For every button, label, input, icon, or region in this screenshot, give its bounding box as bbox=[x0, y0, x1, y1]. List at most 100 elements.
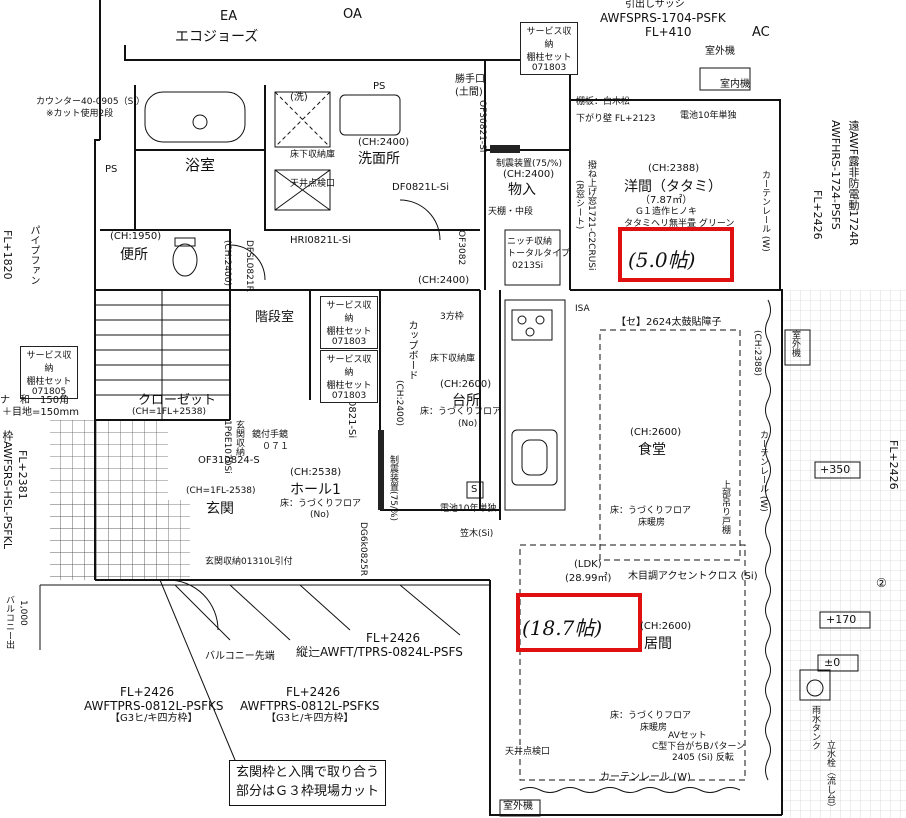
room-storage-shelf: 天棚・中段 bbox=[488, 207, 534, 217]
outdoor-unit-bottom bbox=[499, 799, 541, 817]
room-entrance: 玄関 bbox=[206, 501, 234, 517]
label-earthquake: 制震装置(75/%) bbox=[388, 455, 398, 522]
room-hall-floor: 床：うづくりフロア bbox=[280, 499, 362, 509]
label-entrance-box2: 玄関収納 bbox=[234, 420, 244, 456]
label-wash-mark: (洗) bbox=[290, 92, 308, 103]
door-swing-b1 bbox=[174, 584, 231, 641]
room-western: 洋間（タタミ） bbox=[624, 179, 722, 195]
niche-box bbox=[504, 229, 561, 286]
living-area bbox=[519, 544, 746, 781]
note-leader bbox=[159, 579, 236, 761]
wall-wash bbox=[264, 85, 480, 231]
stove bbox=[511, 309, 553, 341]
balcony-outline bbox=[39, 584, 490, 650]
label-door-of4: OF310824-S bbox=[198, 455, 260, 466]
room-dining-ch: (CH:2600) bbox=[630, 427, 682, 438]
exterior-grid-right bbox=[782, 290, 906, 818]
door-swing-entry bbox=[167, 579, 219, 631]
label-outdoor-bottom: 室外機 bbox=[503, 801, 533, 812]
label-counter: カウンター40-0905（Si） bbox=[36, 97, 145, 107]
label-ea: EA bbox=[220, 9, 238, 24]
wall-kitchen bbox=[380, 290, 501, 520]
note-line1: 玄関枠と入隅で取り合う bbox=[236, 765, 380, 780]
label-upper-frame: 撥ね上げ窓1721-C2CRUSi bbox=[586, 160, 596, 271]
label-frame-l: 【G3ヒ/キ四方枠】 bbox=[110, 713, 198, 724]
label-three-sides: 3方枠 bbox=[440, 312, 464, 322]
room-ch2388: (CH:2388) bbox=[752, 330, 762, 377]
label-hatch2: 天井点検口 bbox=[505, 747, 551, 757]
label-isa: ISA bbox=[575, 304, 590, 314]
handwritten-western-size: (5.0帖) bbox=[628, 248, 696, 272]
label-kitchen-door: 勝手口 bbox=[455, 74, 485, 85]
label-door-dg: DG6k0825R bbox=[358, 522, 368, 576]
room-ldk: (LDK) bbox=[574, 559, 602, 570]
label-plus170: +170 bbox=[826, 613, 857, 626]
washing-machine bbox=[274, 91, 331, 148]
stair-treads bbox=[95, 290, 230, 420]
label-door-of1: OF3082 bbox=[456, 230, 466, 266]
room-living-heat: 床暖房 bbox=[640, 723, 668, 733]
label-right-code: AWFHRS-1724-PSFS bbox=[829, 120, 842, 230]
label-plus0: ±0 bbox=[824, 656, 841, 669]
damper-strip-1 bbox=[378, 430, 384, 510]
label-outdoor2: 室外機 bbox=[790, 330, 800, 357]
label-accent-cloth: 木目調アクセントクロス (Si) bbox=[628, 571, 758, 582]
toilet-bowl bbox=[172, 243, 198, 277]
wash-basin bbox=[339, 94, 401, 136]
label-left-frame: 枠AWFSRS-HSL-PSFKL bbox=[1, 430, 14, 549]
label-eco-joes: エコジョーズ bbox=[175, 29, 259, 45]
room-hall: ホール1 bbox=[290, 482, 341, 498]
label-underfloor-kitchen: 床下収納庫 bbox=[430, 354, 476, 364]
label-hang-wall: 下がり壁 FL+2123 bbox=[576, 114, 656, 124]
label-upper-frame2: (R窓シート) bbox=[574, 180, 584, 230]
room-western-ch: (CH:2388) bbox=[648, 163, 700, 174]
label-niche: ニッチ収納 bbox=[507, 237, 553, 247]
room-washroom: 洗面所 bbox=[358, 151, 400, 167]
label-ac: AC bbox=[752, 25, 770, 40]
room-cupboard: カップボード bbox=[406, 320, 417, 380]
label-indoor-unit: 室内機 bbox=[720, 79, 750, 90]
label-battery2: 電池10年単独 bbox=[440, 504, 497, 514]
label-right-note: 遠AWF露非防電動1724R bbox=[847, 120, 860, 246]
room-storage-ch: (CH:2400) bbox=[503, 169, 555, 180]
label-door-of2: OF30821-Si bbox=[477, 100, 487, 153]
kitchen-counter bbox=[504, 299, 566, 511]
label-curtain-rail1: カーテンレール (W) bbox=[760, 170, 770, 252]
label-curtain-rail3: カーテンレール (W) bbox=[600, 772, 691, 783]
outer-wall-top bbox=[94, 0, 490, 581]
room-living: 居間 bbox=[644, 636, 672, 652]
outer-wall-east bbox=[780, 289, 783, 815]
label-fl-center: FL+2426 bbox=[366, 631, 421, 645]
label-door-df: DF0821L-Si bbox=[392, 182, 450, 193]
outdoor-unit-top bbox=[699, 67, 751, 91]
room-living-floor: 床：うづくりフロア bbox=[610, 711, 692, 721]
label-right-fl: FL+2426 bbox=[811, 190, 824, 240]
label-counter-note: ※カット使用2段 bbox=[46, 109, 114, 119]
room-entrance-ch: (CH=1FL-2538) bbox=[186, 486, 256, 496]
label-s-mark: S bbox=[471, 484, 478, 495]
room-kitchen-floor: 床：うづくりフロア bbox=[420, 407, 502, 417]
label-curtain-rail2: カーテンレール (W) bbox=[758, 430, 768, 512]
label-balcony-tip: バルコニー先端 bbox=[205, 651, 275, 662]
label-niche2: トータルタイプ bbox=[507, 249, 571, 259]
note-line2: 部分はＧ３枠現場カット bbox=[236, 783, 380, 799]
label-lintel-sub: ＋目地=150mm bbox=[2, 407, 79, 418]
bathtub bbox=[144, 91, 246, 143]
label-left-fl: FL+1820 bbox=[1, 230, 14, 280]
label-code-r: AWFTPRS-0812L-PSFKS bbox=[240, 699, 380, 713]
label-faucet: 立水栓（流し台） bbox=[825, 740, 835, 812]
label-outdoor-unit: 室外機 bbox=[705, 46, 735, 57]
label-ps2: PS bbox=[373, 81, 386, 92]
label-balcony-side: バルコニー出 bbox=[4, 595, 14, 649]
room-kitchen: 台所 bbox=[452, 393, 480, 409]
label-mirror: 鏡付手鏡 bbox=[252, 430, 289, 440]
label-entrance-box2b: 1P6E1070Si bbox=[222, 420, 232, 474]
bath-drain bbox=[192, 114, 208, 130]
room-toilet: 便所 bbox=[120, 247, 148, 263]
label-upper-window: 上部吊り戸棚 bbox=[720, 480, 730, 534]
room-western-area: （7.87㎡） bbox=[640, 195, 693, 206]
step-plus170 bbox=[819, 611, 871, 629]
label-shoe-box: 玄関収納01310L引付 bbox=[205, 557, 293, 567]
highlight-western bbox=[618, 227, 734, 282]
